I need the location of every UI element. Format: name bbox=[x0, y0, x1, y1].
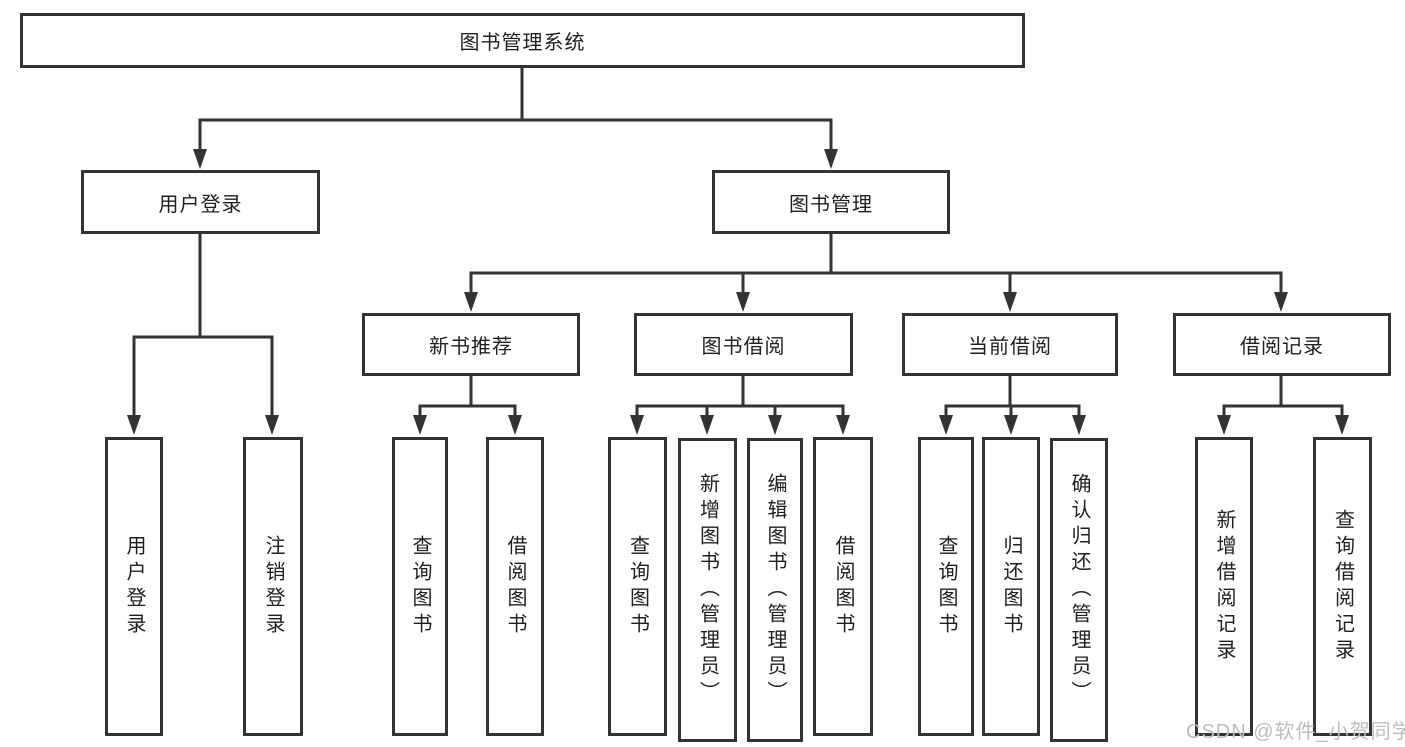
node-user-login: 用户登录 bbox=[81, 170, 320, 234]
leaf-return-book: 归还图书 bbox=[982, 437, 1040, 736]
node-book-borrow: 图书借阅 bbox=[634, 313, 853, 376]
leaf-query-book-current: 查询图书 bbox=[918, 437, 974, 736]
node-new-book-recommend: 新书推荐 bbox=[362, 313, 580, 376]
leaf-confirm-return-admin: 确认归还（管理员） bbox=[1050, 438, 1108, 742]
leaf-user-login: 用户登录 bbox=[105, 437, 163, 736]
node-borrow-record: 借阅记录 bbox=[1173, 313, 1391, 376]
leaf-add-borrow-record: 新增借阅记录 bbox=[1195, 437, 1253, 736]
leaf-logout: 注销登录 bbox=[243, 437, 303, 736]
leaf-add-book-admin: 新增图书（管理员） bbox=[678, 438, 737, 742]
leaf-edit-book-admin: 编辑图书（管理员） bbox=[747, 438, 803, 742]
csdn-watermark: CSDN @软件_小贺同学 bbox=[1186, 721, 1405, 743]
node-book-management: 图书管理 bbox=[712, 170, 950, 234]
node-library-management-system: 图书管理系统 bbox=[20, 13, 1025, 68]
leaf-borrow-book: 借阅图书 bbox=[813, 437, 873, 736]
leaf-query-borrow-record: 查询借阅记录 bbox=[1313, 437, 1372, 736]
leaf-borrow-book-recommend: 借阅图书 bbox=[486, 437, 544, 736]
leaf-query-book-borrow: 查询图书 bbox=[608, 437, 667, 736]
leaf-query-book-recommend: 查询图书 bbox=[392, 437, 448, 736]
node-current-borrow: 当前借阅 bbox=[902, 313, 1118, 376]
